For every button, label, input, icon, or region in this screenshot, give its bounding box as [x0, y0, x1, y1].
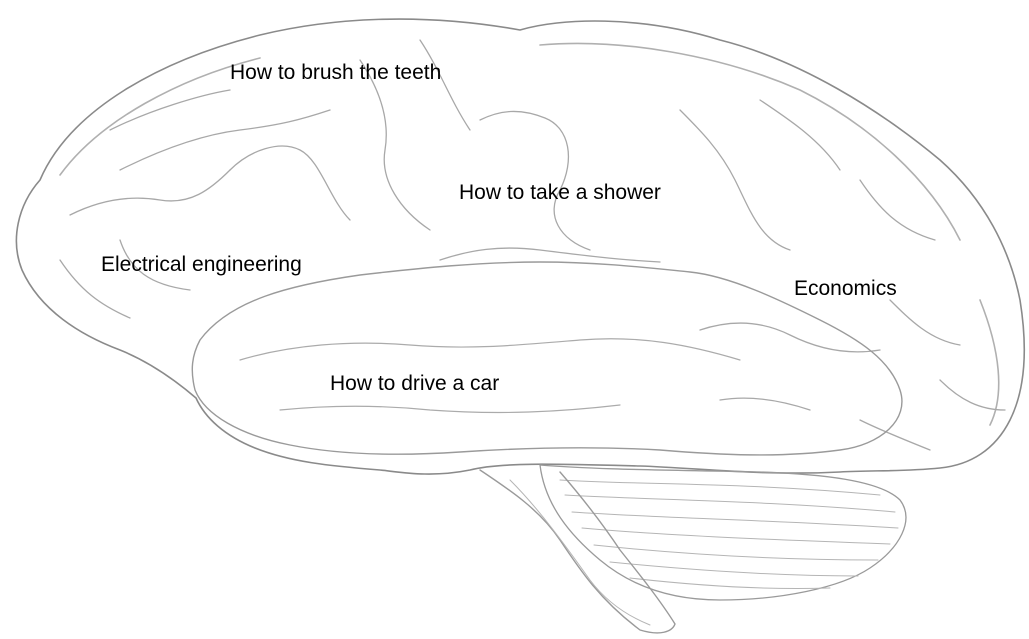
- temporal-fold-2: [280, 405, 620, 412]
- brainstem-fold: [510, 480, 650, 625]
- label-economics: Economics: [794, 278, 897, 299]
- label-take-shower: How to take a shower: [459, 182, 661, 203]
- brainstem: [480, 470, 675, 633]
- cerebrum-outline: [16, 19, 1024, 474]
- label-brush-teeth: How to brush the teeth: [230, 62, 441, 83]
- brain-folds: [60, 40, 1005, 450]
- temporal-fold: [240, 339, 740, 360]
- label-drive-car: How to drive a car: [330, 373, 499, 394]
- cerebellum: [540, 465, 906, 600]
- label-electrical-engineering: Electrical engineering: [101, 254, 302, 275]
